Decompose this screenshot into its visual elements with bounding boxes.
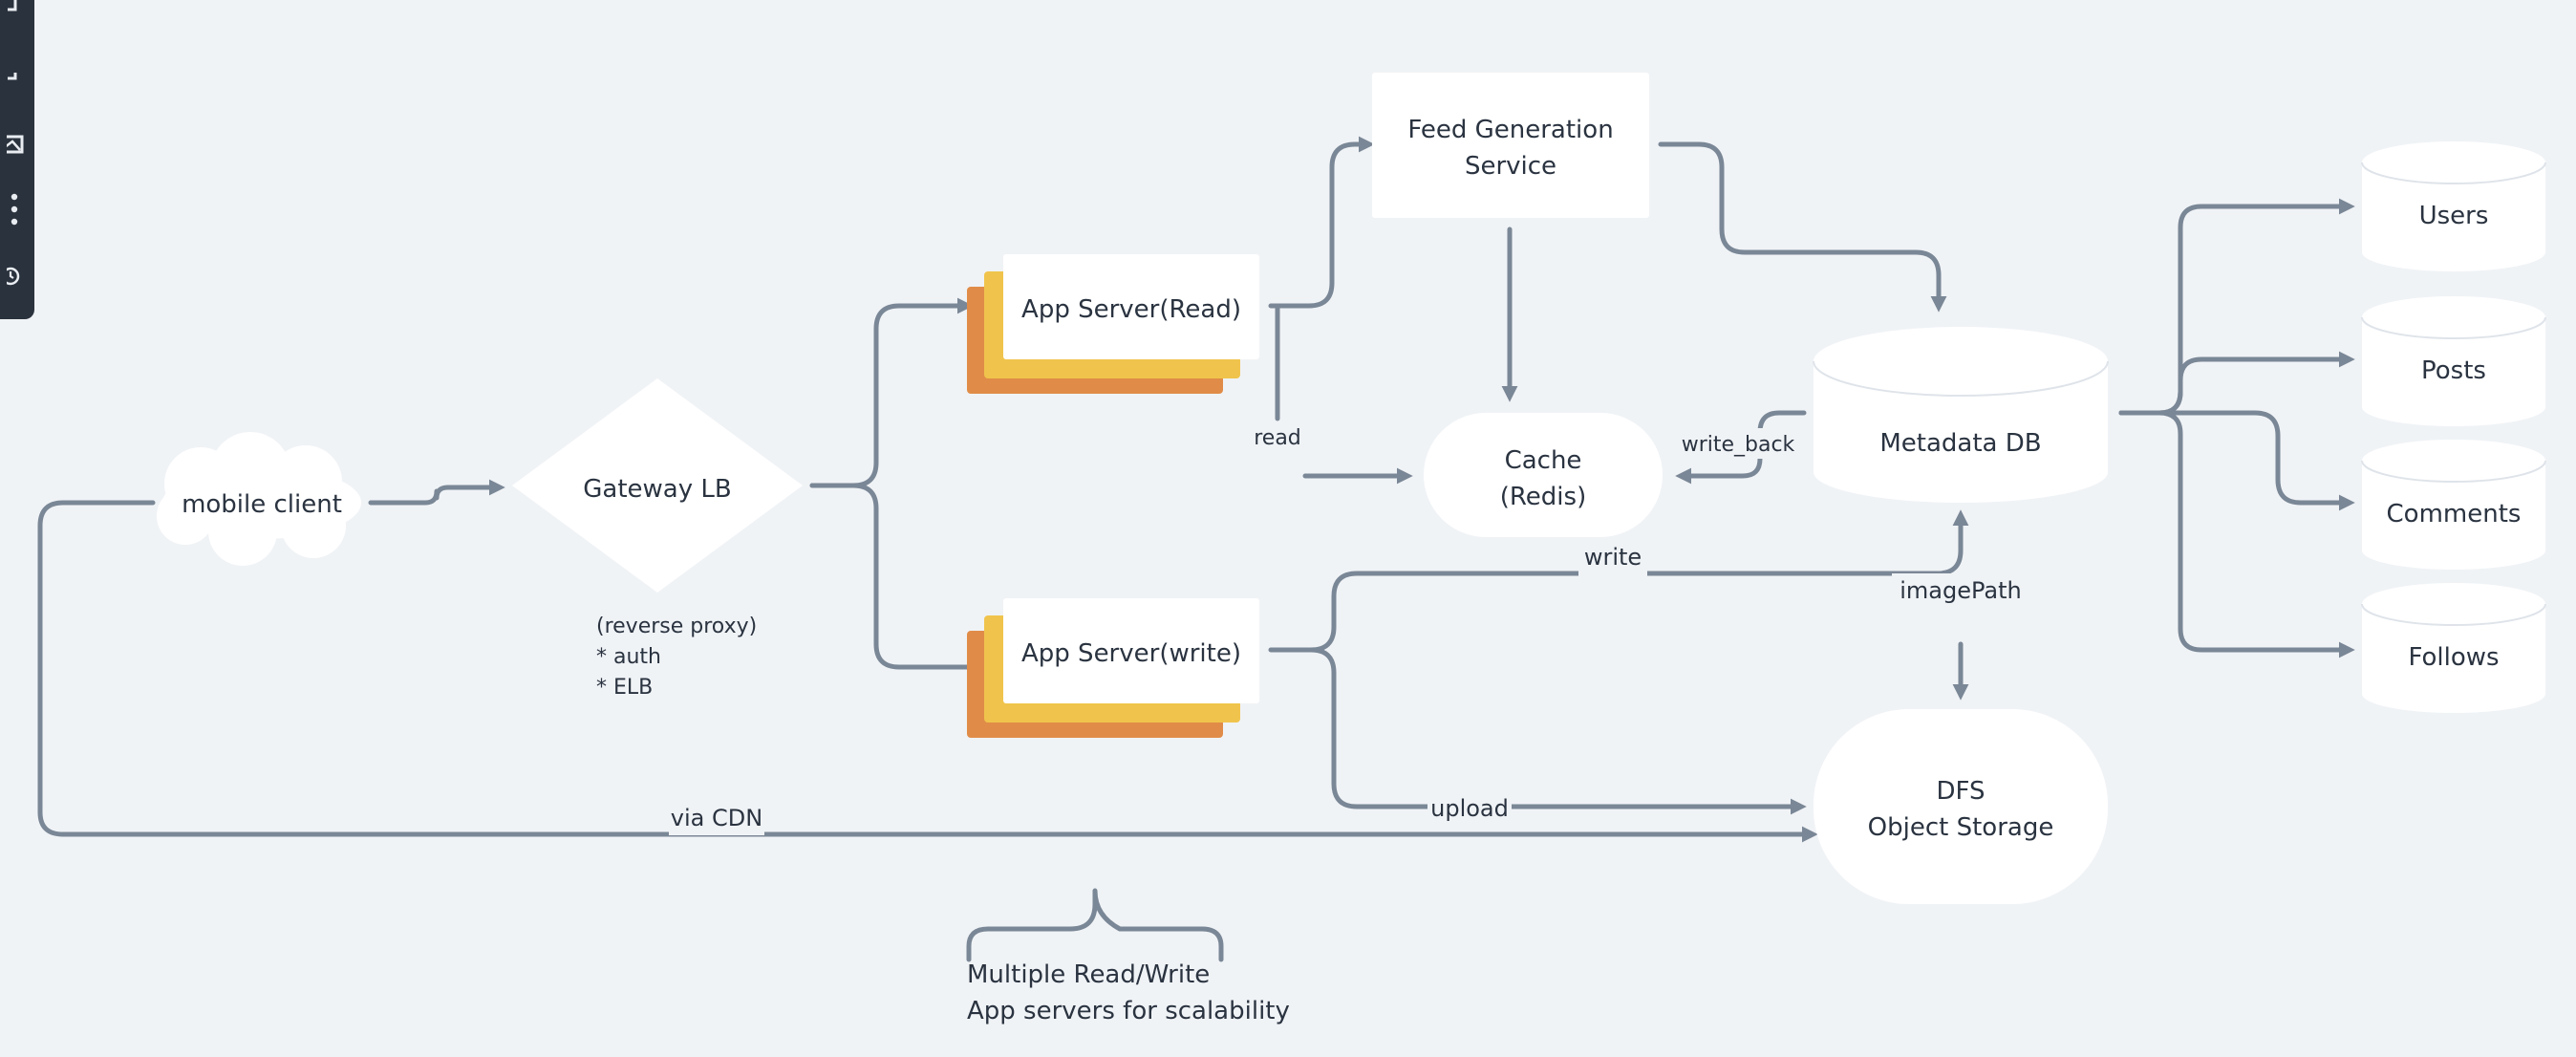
- node-gateway-lb[interactable]: Gateway LB: [512, 378, 803, 593]
- edge-metadata-to-users[interactable]: [2118, 198, 2355, 416]
- node-cache-redis[interactable]: Cache (Redis): [1424, 413, 1663, 537]
- node-metadata-db[interactable]: Metadata DB: [1813, 327, 2109, 503]
- edge-read-to-feed[interactable]: [1268, 136, 1375, 309]
- node-label-metadata-db: Metadata DB: [1879, 429, 2041, 458]
- scalability-note-line-1: Multiple Read/Write: [967, 960, 1210, 989]
- node-label-app-write: App Server(write): [1021, 639, 1241, 668]
- line-icon[interactable]: [0, 54, 34, 96]
- node-label-cache-line-2: (Redis): [1500, 483, 1586, 511]
- gateway-note-line: * ELB: [596, 676, 653, 700]
- edge-gateway-to-read[interactable]: [809, 297, 974, 488]
- node-users-table[interactable]: Users: [2361, 141, 2546, 271]
- edge-write-to-metadata[interactable]: [1268, 509, 1969, 653]
- gateway-note-line: * auth: [596, 645, 661, 669]
- node-app-server-write[interactable]: App Server(write): [967, 598, 1259, 738]
- edge-metadata-to-posts[interactable]: [2118, 351, 2355, 416]
- scalability-brace[interactable]: [966, 888, 1224, 962]
- shape-icon[interactable]: [0, 0, 34, 29]
- edge-client-via-cdn[interactable]: [37, 500, 1818, 843]
- node-app-server-read[interactable]: App Server(Read): [967, 254, 1259, 394]
- node-comments-table[interactable]: Comments: [2361, 440, 2546, 570]
- scalability-note: Multiple Read/Write App servers for scal…: [967, 960, 1290, 1025]
- node-follows-table[interactable]: Follows: [2361, 583, 2546, 713]
- edge-client-to-gateway[interactable]: [368, 479, 505, 506]
- node-mobile-client[interactable]: mobile client: [157, 432, 361, 566]
- edge-gateway-to-write[interactable]: [809, 483, 995, 676]
- edge-metadata-to-comments[interactable]: [2118, 410, 2355, 511]
- node-dfs-object-storage[interactable]: DFS Object Storage: [1814, 709, 2108, 904]
- edge-label-upload: upload: [1430, 795, 1509, 822]
- gateway-note-line: (reverse proxy): [596, 615, 757, 638]
- history-icon[interactable]: [0, 258, 34, 300]
- edge-label-imagepath: imagePath: [1900, 577, 2021, 604]
- node-label-feed-line-2: Service: [1465, 152, 1556, 181]
- node-feed-generation-service[interactable]: Feed Generation Service: [1372, 73, 1649, 218]
- node-label-users: Users: [2419, 202, 2489, 230]
- canvas-toolbar: [0, 0, 34, 319]
- edge-label-write: write: [1584, 544, 1642, 571]
- node-label-dfs-line-1: DFS: [1936, 777, 1985, 806]
- edge-label-write-back: write_back: [1682, 433, 1795, 457]
- edge-feed-to-metadata[interactable]: [1658, 141, 1947, 313]
- edge-label-via-cdn: via CDN: [671, 805, 762, 831]
- more-icon[interactable]: [0, 191, 34, 233]
- node-label-mobile-client: mobile client: [182, 490, 342, 519]
- scalability-note-line-2: App servers for scalability: [967, 997, 1290, 1025]
- node-label-app-read: App Server(Read): [1021, 295, 1241, 324]
- node-label-cache-line-1: Cache: [1505, 446, 1582, 475]
- node-label-posts: Posts: [2421, 356, 2486, 385]
- edge-label-read: read: [1254, 426, 1301, 450]
- node-label-dfs-line-2: Object Storage: [1868, 813, 2054, 842]
- node-label-gateway-lb: Gateway LB: [583, 475, 731, 504]
- node-posts-table[interactable]: Posts: [2361, 296, 2546, 426]
- edge-metadata-to-follows[interactable]: [2118, 410, 2355, 658]
- node-label-feed-line-1: Feed Generation: [1407, 116, 1613, 144]
- edge-write-to-dfs[interactable]: [1308, 647, 1807, 815]
- gateway-notes: (reverse proxy) * auth * ELB: [596, 615, 757, 700]
- node-label-comments: Comments: [2387, 500, 2522, 528]
- node-label-follows: Follows: [2408, 643, 2499, 672]
- image-icon[interactable]: [0, 126, 34, 168]
- cloud-shape: [157, 432, 361, 566]
